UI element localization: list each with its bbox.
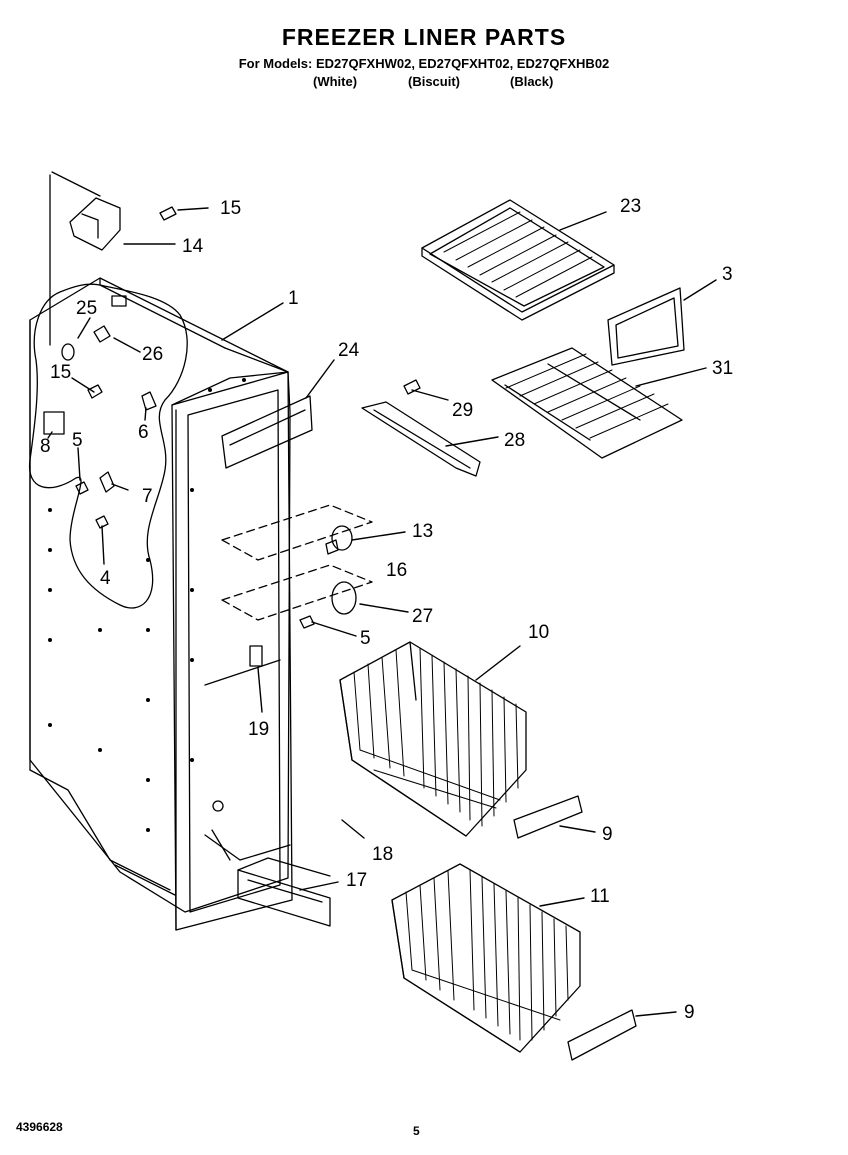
callout-5-left: 5 [72,430,83,451]
callout-9-lower: 9 [684,1002,695,1023]
callout-29: 29 [452,400,473,421]
finish-black: (Black) [510,74,554,89]
page-number: 5 [413,1124,420,1138]
callout-1: 1 [288,288,299,309]
glass-shelf-23 [421,199,615,321]
callout-24: 24 [338,340,360,361]
bin-supports [299,525,357,629]
wire-basket-11 [391,863,637,1061]
callout-13: 13 [412,521,433,542]
finish-biscuit: (Biscuit) [408,74,460,89]
freezer-liner-cabinet [28,171,373,931]
callout-10: 10 [528,622,549,643]
callout-6: 6 [138,422,149,443]
page-title: FREEZER LINER PARTS [281,24,567,50]
models-line: For Models: ED27QFXHW02, ED27QFXHT02, ED… [238,56,610,71]
callout-18: 18 [372,844,393,865]
callout-numbers: 15 14 25 26 15 8 5 6 7 4 1 24 23 3 31 29… [40,196,733,1023]
callout-15-top: 15 [220,198,241,219]
callout-15-left: 15 [50,362,71,383]
callout-16: 16 [386,560,407,581]
finish-white: (White) [313,74,358,89]
callout-23: 23 [620,196,641,217]
callout-26: 26 [142,344,163,365]
callout-14: 14 [182,236,204,257]
callout-9-upper: 9 [602,824,613,845]
bin-door-3 [607,287,685,366]
callout-31: 31 [712,358,733,379]
document-number: 4396628 [16,1120,63,1134]
callout-3: 3 [722,264,733,285]
callout-19: 19 [248,719,269,740]
callout-4: 4 [100,568,111,589]
callout-28: 28 [504,430,525,451]
callout-27: 27 [412,606,433,627]
wire-basket-10 [339,641,583,839]
leader-lines [47,207,717,1017]
callout-5-middle: 5 [360,628,371,649]
callout-7: 7 [142,486,153,507]
callout-25: 25 [76,298,97,319]
callout-17: 17 [346,870,367,891]
wire-shelf-31 [491,347,683,459]
callout-11: 11 [590,886,610,907]
shelf-bracket-28 [361,379,481,477]
callout-8: 8 [40,436,51,457]
